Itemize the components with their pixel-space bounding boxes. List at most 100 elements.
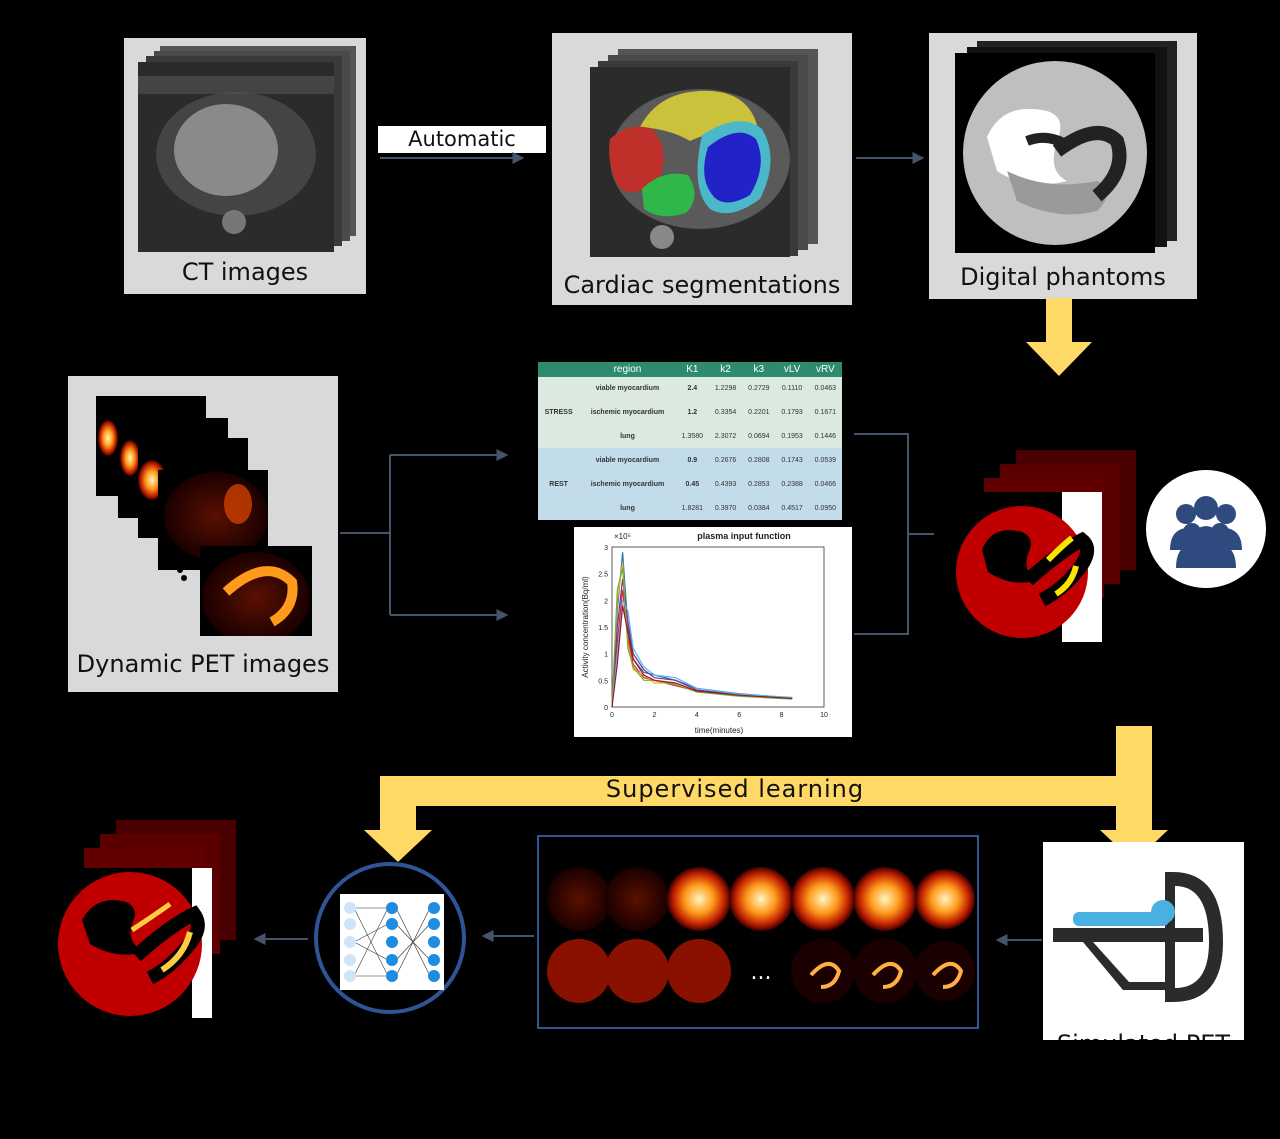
- table-cell: ischemic myocardium: [579, 400, 676, 425]
- y-tick-label: 1.5: [598, 625, 608, 632]
- chart-y-axis-label: Activity concentration(Bq/ml): [581, 576, 590, 678]
- table-cell: 0.2808: [742, 448, 776, 473]
- table-cell: 0.3970: [708, 496, 743, 520]
- table-cell: 0.2729: [742, 377, 776, 401]
- table-cell: viable myocardium: [579, 377, 676, 401]
- table-cell: 0.0466: [808, 472, 842, 497]
- x-tick-label: 6: [737, 712, 741, 719]
- dynamic-pet-caption: Dynamic PET images: [76, 650, 330, 678]
- table-cell: 0.1793: [775, 400, 809, 425]
- series-line: [611, 605, 793, 708]
- table-cell: 0.0463: [808, 377, 842, 401]
- plasma-input-chart: plasma input function ×10⁵ time(minutes)…: [574, 527, 852, 737]
- y-tick-label: 2: [604, 598, 608, 605]
- table-cell: 0.9: [675, 448, 709, 473]
- table-cell: 0.0950: [808, 496, 842, 520]
- x-tick-label: 4: [695, 712, 699, 719]
- chart-y-multiplier: ×10⁵: [614, 532, 631, 541]
- simulated-pet-panel: Simulated PET: [1043, 842, 1244, 1040]
- series-line: [611, 578, 793, 708]
- pet-scanner-icon: [1053, 872, 1223, 1002]
- series-line: [611, 552, 793, 708]
- frames-ellipsis: ...: [751, 960, 772, 985]
- table-header-group: [538, 362, 580, 377]
- table-cell: 0.0384: [742, 496, 776, 520]
- segmentation-panel: Cardiac segmentations: [552, 33, 852, 305]
- automatic-arrow: [380, 152, 525, 164]
- chart-plot-frame: [611, 546, 825, 708]
- ct-caption: CT images: [181, 258, 309, 286]
- dynamic-pet-stack: [96, 396, 312, 636]
- output-parametric-image: [52, 820, 236, 1020]
- phantom-caption: Digital phantoms: [960, 263, 1166, 291]
- series-line: [611, 568, 793, 708]
- table-cell: 0.2853: [742, 472, 776, 497]
- table-cell: 2.3072: [708, 424, 743, 449]
- table-cell: 0.4393: [708, 472, 743, 497]
- table-row: lung 1.3580 2.3072 0.0694 0.1953 0.1446: [538, 424, 842, 449]
- table-header: k3: [742, 362, 776, 377]
- x-tick-label: 2: [652, 712, 656, 719]
- table-cell: 0.2388: [775, 472, 809, 497]
- kinetic-parameter-table: region K1 k2 k3 vLV vRV STRESS viable my…: [538, 362, 842, 520]
- segmentation-image: [590, 49, 818, 257]
- table-row: lung 1.8281 0.3970 0.0384 0.4517 0.0950: [538, 496, 842, 520]
- table-header: region: [579, 362, 676, 377]
- automatic-label: Automatic: [378, 126, 546, 153]
- group-label: REST: [538, 448, 580, 520]
- simulated-frames-box: ...: [537, 835, 979, 1029]
- chart-title: plasma input function: [697, 531, 791, 541]
- simulated-to-frames-arrow: [995, 934, 1042, 946]
- table-cell: viable myocardium: [579, 448, 676, 473]
- table-header: vLV: [775, 362, 809, 377]
- table-cell: 1.2298: [708, 377, 743, 401]
- table-header: K1: [675, 362, 709, 377]
- y-tick-label: 0: [604, 705, 608, 712]
- table-cell: 0.1743: [775, 448, 809, 473]
- table-cell: 0.2676: [708, 448, 743, 473]
- table-cell: 0.0539: [808, 448, 842, 473]
- table-row: REST viable myocardium 0.9 0.2676 0.2808…: [538, 448, 842, 520]
- table-cell: 0.1953: [775, 424, 809, 449]
- table-cell: ischemic myocardium: [579, 472, 676, 497]
- table-cell: 2.4: [675, 377, 709, 401]
- ct-panel: CT images: [124, 38, 366, 294]
- frames-to-network-arrow: [481, 930, 534, 942]
- simulated-pet-caption: Simulated PET: [1043, 1030, 1244, 1040]
- population-icon: [1146, 470, 1266, 588]
- dynamic-pet-panel: Dynamic PET images: [68, 376, 338, 692]
- segmentation-to-phantom-arrow: [856, 152, 925, 164]
- supervised-learning-label: Supervised learning: [605, 775, 865, 803]
- y-tick-label: 1: [604, 652, 608, 659]
- x-tick-label: 0: [610, 712, 614, 719]
- table-cell: 0.2201: [742, 400, 776, 425]
- chart-svg: plasma input function ×10⁵ time(minutes)…: [581, 531, 828, 735]
- table-row: ischemic myocardium 0.45 0.4393 0.2853 0…: [538, 472, 842, 497]
- table-cell: 0.1671: [808, 400, 842, 425]
- table-cell: 1.8281: [675, 496, 709, 520]
- segmentation-caption: Cardiac segmentations: [563, 271, 841, 299]
- network-to-output-arrow: [253, 933, 308, 945]
- table-header: vRV: [808, 362, 842, 377]
- series-line: [611, 598, 793, 708]
- table-cell: 0.0694: [742, 424, 776, 449]
- merge-bracket: [854, 433, 934, 635]
- table-cell: 0.4517: [775, 496, 809, 520]
- y-tick-label: 0.5: [598, 678, 608, 685]
- table-header: k2: [708, 362, 743, 377]
- table-cell: 0.45: [675, 472, 709, 497]
- series-line: [611, 562, 793, 708]
- ct-image-stack: [138, 46, 356, 252]
- phantom-panel: Digital phantoms: [929, 33, 1197, 299]
- chart-x-axis-label: time(minutes): [695, 726, 744, 735]
- y-tick-label: 2.5: [598, 572, 608, 579]
- simulated-frames-grid: ...: [547, 867, 975, 1003]
- neural-network-icon: [314, 862, 466, 1014]
- table-cell: 0.3354: [708, 400, 743, 425]
- y-tick-label: 3: [604, 545, 608, 552]
- table-row: ischemic myocardium 1.2 0.3354 0.2201 0.…: [538, 400, 842, 425]
- phantom-image: [955, 41, 1177, 253]
- x-tick-label: 10: [820, 712, 828, 719]
- table-cell: lung: [579, 496, 676, 520]
- table-cell: 0.1446: [808, 424, 842, 449]
